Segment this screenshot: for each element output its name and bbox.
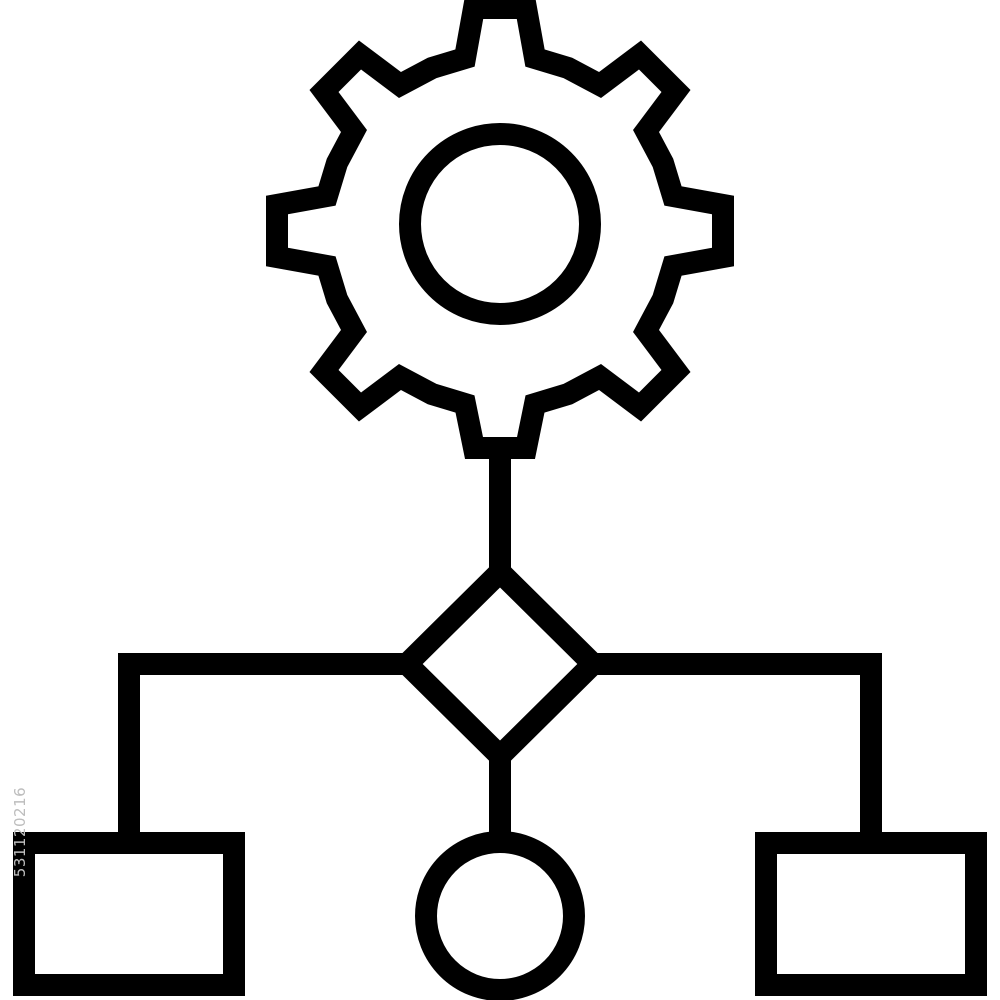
- gear-icon: [266, 0, 734, 459]
- gear-hub-circle: [399, 123, 601, 325]
- left-process-box: [13, 832, 245, 996]
- stock-watermark-id: 531120216: [6, 772, 34, 892]
- connector-line-left-branch: [118, 653, 407, 843]
- decision-diamond: [391, 556, 609, 772]
- right-process-box: [755, 832, 987, 996]
- stock-id-text: 531120216: [11, 786, 29, 878]
- connector-line-right-branch: [593, 653, 882, 843]
- terminal-circle: [415, 831, 585, 1000]
